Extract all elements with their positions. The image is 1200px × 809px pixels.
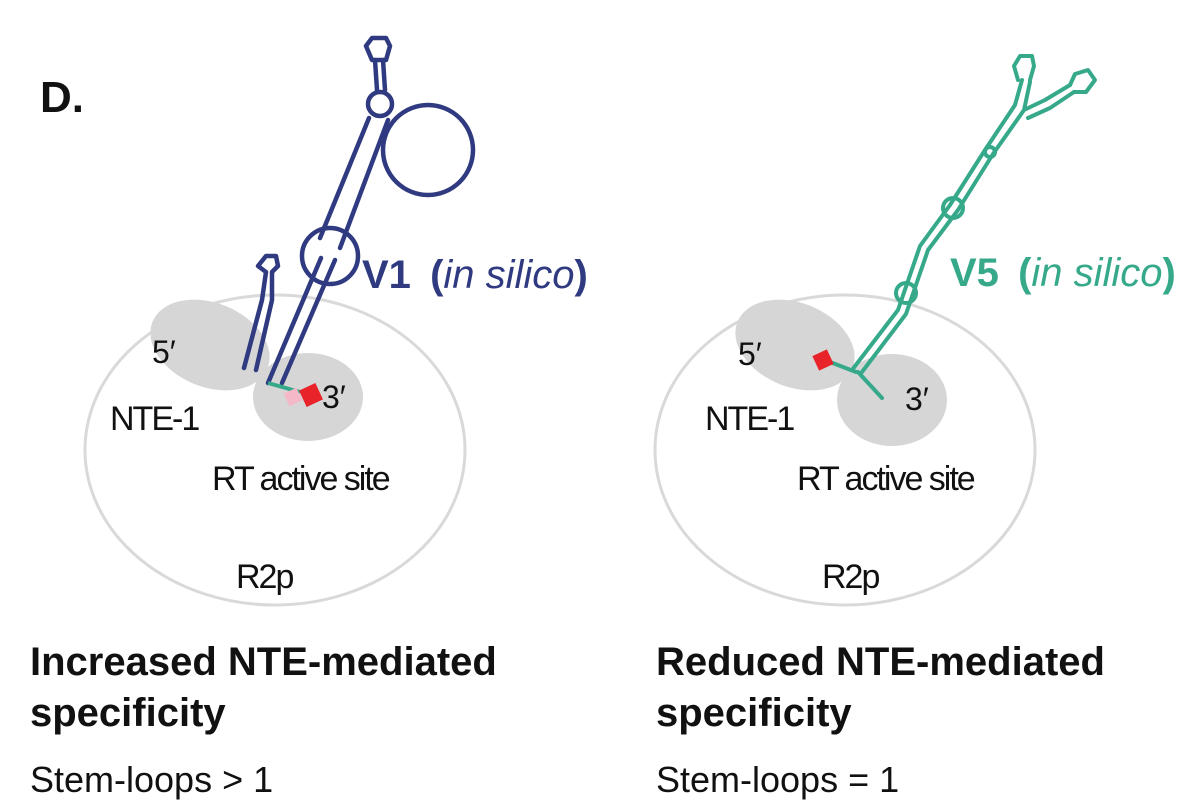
v5-protein-label: R2p (822, 558, 879, 596)
v1-variant-paren-open: ( (430, 253, 444, 297)
v5-internal-loop-2 (941, 196, 965, 220)
panel-v1: 5′ 3′ NTE-1 RT active site R2p V1 (in si… (30, 35, 588, 800)
v1-stem-loops: Stem-loops > 1 (30, 759, 273, 800)
v1-upper-stem-strand-a (317, 115, 372, 241)
v5-top-hairpin-b (1068, 68, 1097, 94)
v1-variant-paren-close: ) (575, 253, 588, 297)
v5-five-prime-label: 5′ (738, 336, 762, 372)
v5-variant-method: in silico (1031, 251, 1162, 295)
panel-letter: D. (40, 73, 84, 122)
v1-internal-loop-large (299, 225, 361, 287)
v5-branch-2 (1026, 90, 1076, 120)
v1-top-stem-2 (380, 57, 388, 93)
v5-summary-title-line2: specificity (656, 691, 852, 735)
v5-variant-label: V5 (in silico) (950, 251, 1176, 295)
v5-nte-label: NTE-1 (705, 400, 794, 438)
v1-main-stem-strand-b (279, 257, 338, 386)
v1-upper-stem-strand-b (337, 117, 391, 251)
v5-stem-strand-b (860, 80, 1032, 374)
v5-stem-loops: Stem-loops = 1 (656, 759, 899, 800)
v5-top-hairpin-a (1012, 54, 1036, 82)
v1-nte-label: NTE-1 (110, 400, 199, 438)
v1-pink-marker (283, 387, 303, 407)
v5-rt-site-label: RT active site (797, 460, 975, 498)
v5-three-prime-label: 3′ (905, 381, 929, 417)
v5-red-marker (812, 349, 834, 371)
v1-rt-site-label: RT active site (212, 460, 390, 498)
v5-rna-structure (828, 54, 1097, 400)
v1-summary-title-line1: Increased NTE-mediated (30, 640, 497, 684)
v5-variant-paren-open: ( (1018, 251, 1032, 295)
v1-variant-method: in silico (443, 253, 574, 297)
v5-five-prime-tail (828, 360, 858, 374)
v1-protein-label: R2p (236, 558, 293, 596)
panel-v5: 5′ 3′ NTE-1 RT active site R2p V5 (in si… (653, 54, 1176, 800)
r2p-protein-outline (653, 293, 1037, 607)
v5-variant-paren-close: ) (1163, 251, 1176, 295)
v5-summary-title-line1: Reduced NTE-mediated (656, 640, 1105, 684)
v1-three-prime-label: 3′ (322, 379, 346, 415)
v1-left-hairpin (241, 253, 281, 373)
v1-rna-structure (241, 35, 476, 386)
v1-variant-label: V1 (in silico) (362, 253, 588, 297)
v5-three-prime-tail (856, 370, 884, 400)
v1-variant-name: V1 (362, 253, 411, 297)
v5-stem-strand-a (850, 78, 1024, 372)
v5-internal-loop-1 (894, 281, 918, 305)
v1-side-loop (380, 102, 476, 198)
v1-summary-title-line2: specificity (30, 691, 226, 735)
v1-hairpin-cap (363, 35, 393, 63)
v1-top-stem (372, 57, 380, 93)
v5-variant-name: V5 (950, 251, 999, 295)
r2p-protein-outline (83, 293, 467, 607)
v5-bulge-small (983, 145, 997, 159)
v1-bulge-small (365, 89, 395, 119)
v5-branch (1022, 83, 1072, 112)
v1-five-prime-label: 5′ (152, 334, 176, 370)
v1-red-marker (299, 383, 323, 407)
nte-region (150, 299, 270, 391)
